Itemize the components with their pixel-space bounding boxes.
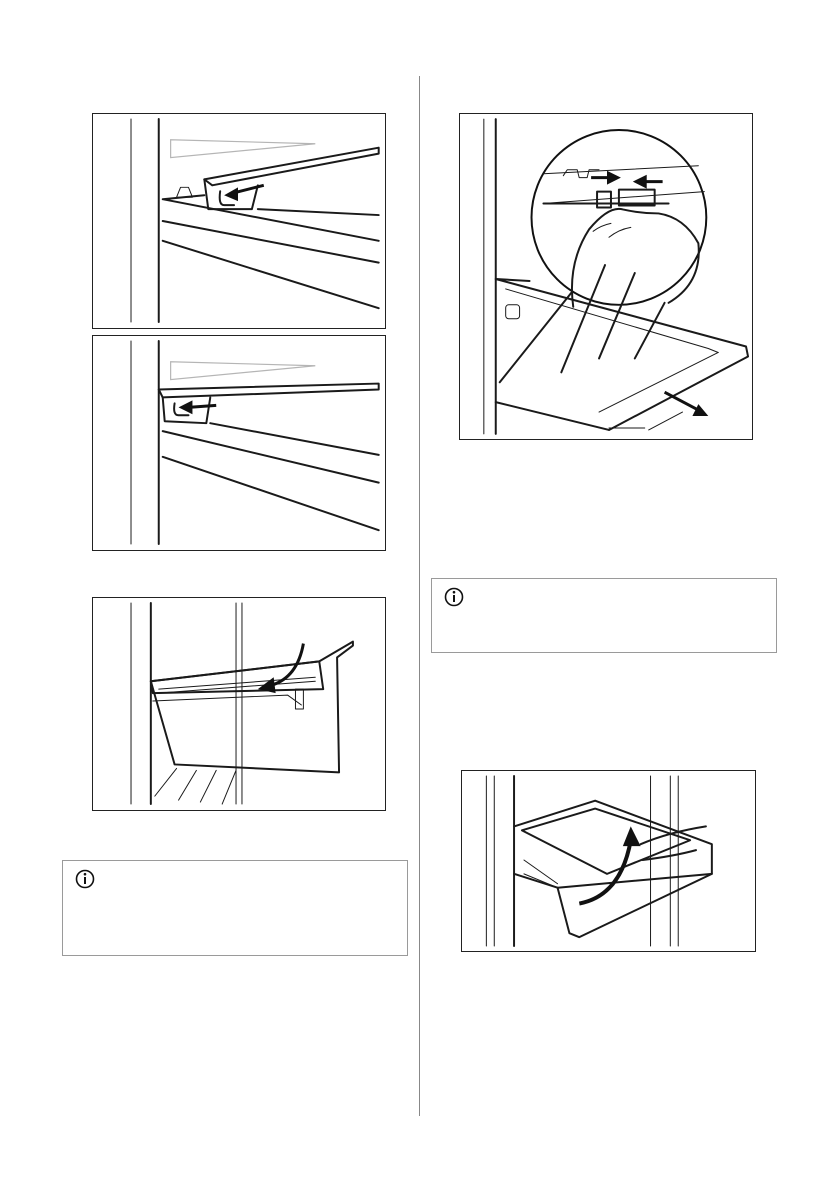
arrow-left-icon bbox=[179, 400, 217, 414]
drawer-lift-illustration bbox=[462, 771, 755, 951]
shelf-front-illustration bbox=[93, 114, 385, 328]
info-note-right bbox=[431, 578, 777, 653]
arrow-pull-icon bbox=[665, 392, 709, 416]
info-icon bbox=[444, 587, 464, 607]
arrow-left-icon bbox=[224, 185, 264, 201]
drawer-rotate-illustration bbox=[93, 598, 385, 810]
column-divider bbox=[419, 76, 420, 1116]
figure-shelf-front bbox=[92, 113, 386, 329]
shelf-rear-illustration bbox=[93, 336, 385, 550]
drawer-clips-illustration bbox=[460, 114, 752, 439]
info-note-left bbox=[62, 860, 408, 956]
figure-drawer-lift bbox=[461, 770, 756, 952]
info-icon bbox=[75, 869, 95, 889]
figure-drawer-rotate bbox=[92, 597, 386, 811]
figure-shelf-rear bbox=[92, 335, 386, 551]
figure-drawer-clips bbox=[459, 113, 753, 440]
